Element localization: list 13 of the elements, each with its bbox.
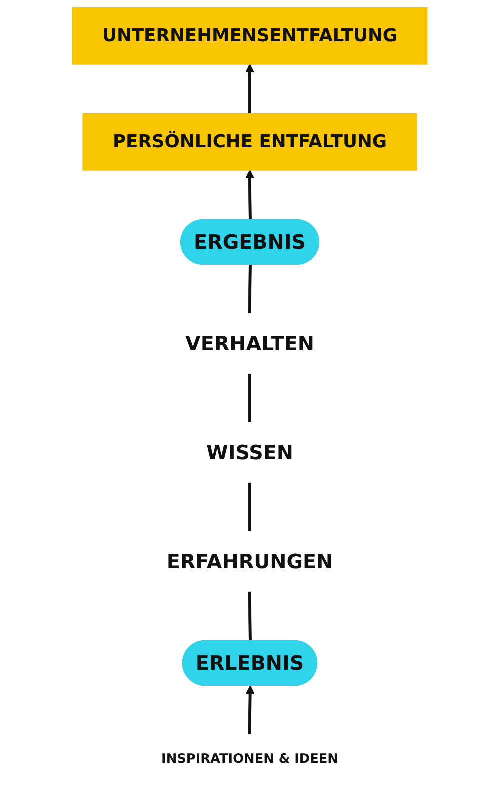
node-text: VERHALTEN [185, 332, 315, 356]
connector [248, 264, 252, 314]
connector [248, 591, 252, 642]
connector [248, 482, 252, 532]
arrow [246, 686, 255, 736]
arrow [246, 64, 254, 114]
connector [248, 373, 252, 423]
node-text: WISSEN [206, 440, 294, 465]
node-box: UNTERNEHMENSENTFALTUNG [72, 7, 428, 65]
node-text: ERFAHRUNGEN [166, 550, 334, 574]
arrow [246, 170, 254, 220]
node-box: PERSÖNLICHE ENTFALTUNG [82, 113, 418, 171]
node-text: INSPIRATIONEN & IDEEN [162, 752, 338, 767]
